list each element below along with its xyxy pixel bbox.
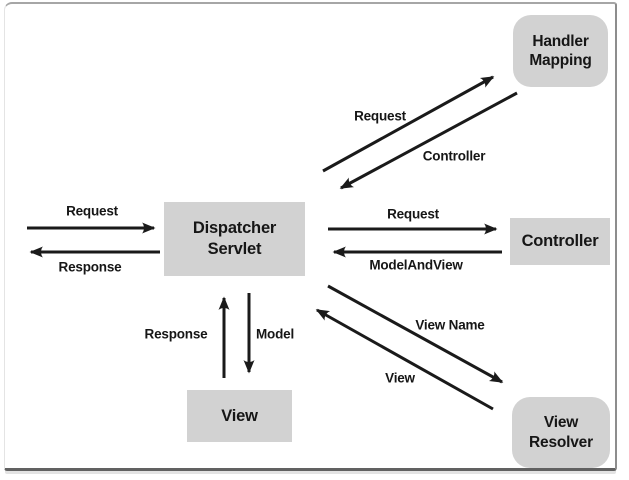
flow-label-client-request: Request <box>66 203 118 219</box>
flow-label-handler-mapping-controller: Controller <box>422 148 486 164</box>
node-dispatcher-servlet: Dispatcher Servlet <box>164 202 305 276</box>
flow-label-controller-request: Request <box>387 206 439 222</box>
arrow-dispatcher-to-view-resolver-view-name <box>327 284 504 384</box>
node-handler-mapping: Handler Mapping <box>513 15 608 87</box>
node-view-resolver: View Resolver <box>512 397 610 468</box>
node-view: View <box>187 390 292 442</box>
node-controller: Controller <box>510 218 610 265</box>
flow-label-handler-mapping-request: Request <box>354 108 406 124</box>
arrow-dispatcher-to-handler-mapping-request <box>322 75 495 173</box>
flow-label-model: Model <box>256 326 294 342</box>
flow-label-client-response: Response <box>58 259 122 275</box>
flow-label-view: View <box>385 370 415 386</box>
flow-label-modelandview: ModelAndView <box>369 257 463 273</box>
flow-label-view-name: View Name <box>415 317 485 333</box>
arrow-handler-mapping-to-dispatcher-controller <box>339 91 518 190</box>
flow-label-view-response: Response <box>144 326 208 342</box>
arrow-view-resolver-to-dispatcher-view <box>315 308 494 411</box>
